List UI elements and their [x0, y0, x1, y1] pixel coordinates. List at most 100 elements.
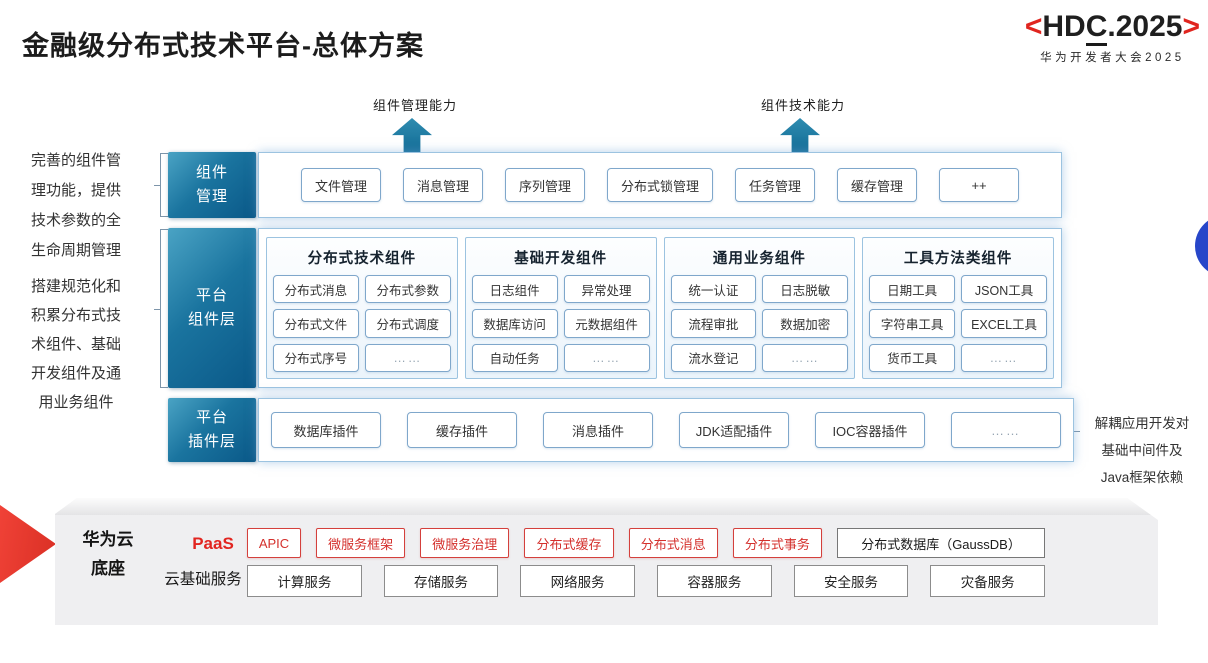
paas-services-row: APIC 微服务框架 微服务治理 分布式缓存 分布式消息 分布式事务 分布式数据…: [247, 528, 1046, 558]
paas-service: 分布式缓存: [524, 528, 614, 558]
panel-grid: 分布式消息 分布式参数 分布式文件 分布式调度 分布式序号 ……: [273, 275, 451, 372]
huawei-cloud-foundation-band: 华为云 底座 PaaS APIC 微服务框架 微服务治理 分布式缓存 分布式消息…: [55, 498, 1158, 625]
plugin-item: JDK适配插件: [679, 412, 789, 448]
panel-common-business: 通用业务组件 统一认证 日志脱敏 流程审批 数据加密 流水登记 ……: [663, 237, 856, 379]
panel-grid: 日志组件 异常处理 数据库访问 元数据组件 自动任务 ……: [471, 275, 650, 372]
plugin-item: 消息插件: [543, 412, 653, 448]
arrow-label-management: 组件管理能力: [373, 98, 458, 113]
cloud-service: 网络服务: [520, 565, 636, 597]
layer-label-platform-components: 平台 组件层: [168, 228, 256, 388]
component-item: 元数据组件: [563, 309, 650, 338]
page-title: 金融级分布式技术平台-总体方案: [22, 31, 424, 61]
component-item: 统一认证: [670, 275, 757, 304]
component-item: 日期工具: [869, 275, 956, 304]
cloud-services-row: 计算服务 存储服务 网络服务 容器服务 安全服务 灾备服务: [247, 565, 1046, 597]
hdc-logo-text: <HDC.2025>: [1025, 10, 1200, 46]
row-component-management: 组件 管理 文件管理 消息管理 序列管理 分布式锁管理 任务管理 缓存管理 ++: [168, 152, 1062, 218]
paas-service: 微服务治理: [420, 528, 510, 558]
component-item: EXCEL工具: [961, 309, 1047, 338]
layer-label-line: 组件层: [187, 311, 236, 328]
panel-title: 通用业务组件: [712, 251, 806, 267]
component-item: 自动任务: [471, 343, 558, 372]
foundation-label-line: 底座: [91, 559, 125, 578]
component-item-more: ……: [762, 343, 849, 372]
component-item: 数据加密: [762, 309, 849, 338]
plugin-item: 缓存插件: [407, 412, 517, 448]
left-brace-row2: [154, 229, 168, 388]
component-item: 数据库访问: [471, 309, 558, 338]
cloud-service: 灾备服务: [930, 565, 1046, 597]
component-item: 分布式文件: [273, 309, 359, 338]
management-item: 消息管理: [402, 168, 483, 202]
plugin-item-more: ……: [951, 412, 1061, 448]
layer-label-line: 组件: [195, 164, 228, 181]
management-item: 文件管理: [300, 168, 381, 202]
logo-year: .2025: [1107, 10, 1183, 43]
paas-service: 微服务框架: [316, 528, 406, 558]
component-item: 分布式序号: [273, 343, 359, 372]
paas-gaussdb: 分布式数据库（GaussDB）: [837, 528, 1046, 558]
note-component-management: 完善的组件管理功能，提供技术参数的全生命周期管理: [30, 152, 121, 259]
paas-service: APIC: [247, 528, 301, 558]
layer-label-component-management: 组件 管理: [168, 152, 256, 218]
component-item: 分布式参数: [364, 275, 451, 304]
layer-label-platform-plugins: 平台 插件层: [168, 398, 256, 462]
logo-left-angle-icon: <: [1024, 10, 1043, 43]
logo-right-angle-icon: >: [1182, 10, 1200, 43]
plugin-item: IOC容器插件: [815, 412, 925, 448]
component-item: 异常处理: [563, 275, 650, 304]
panel-grid: 统一认证 日志脱敏 流程审批 数据加密 流水登记 ……: [670, 275, 849, 372]
hdc-logo-subtitle: 华为开发者大会2025: [1040, 51, 1185, 64]
arrow-label-technology: 组件技术能力: [761, 98, 846, 113]
panel-title: 分布式技术组件: [307, 251, 417, 267]
note-decouple: 解耦应用开发对基础中间件及Java框架依赖: [1094, 416, 1190, 485]
management-item: 序列管理: [504, 168, 585, 202]
management-item-plus: ++: [939, 168, 1020, 202]
component-item-more: ……: [563, 343, 650, 372]
logo-c-underlined: C: [1085, 11, 1108, 46]
panel-basic-dev: 基础开发组件 日志组件 异常处理 数据库访问 元数据组件 自动任务 ……: [464, 237, 657, 379]
component-item: 流水登记: [670, 343, 757, 372]
component-item: 流程审批: [670, 309, 757, 338]
hdc-logo: <HDC.2025> 华为开发者大会2025: [1025, 10, 1200, 65]
component-item-more: ……: [961, 343, 1047, 372]
foundation-label-line: 华为云: [82, 530, 134, 549]
component-item: 货币工具: [869, 343, 956, 372]
layer-label-line: 管理: [195, 188, 228, 205]
panel-grid: 日期工具 JSON工具 字符串工具 EXCEL工具 货币工具 ……: [869, 275, 1047, 372]
layer-label-line: 插件层: [187, 433, 236, 450]
component-item: 分布式调度: [364, 309, 451, 338]
cloud-service: 存储服务: [383, 565, 499, 597]
row-content-management: 文件管理 消息管理 序列管理 分布式锁管理 任务管理 缓存管理 ++: [258, 152, 1062, 218]
component-item: 字符串工具: [869, 309, 956, 338]
band-bevel: [55, 498, 1158, 515]
panel-distributed-tech: 分布式技术组件 分布式消息 分布式参数 分布式文件 分布式调度 分布式序号 ……: [266, 237, 458, 379]
panel-title: 工具方法类组件: [903, 251, 1013, 267]
panel-title: 基础开发组件: [514, 251, 608, 267]
layer-label-line: 平台: [195, 409, 228, 426]
paas-service: 分布式事务: [732, 528, 823, 558]
paas-service: 分布式消息: [628, 528, 718, 558]
component-item: 分布式消息: [273, 275, 359, 304]
component-item: 日志脱敏: [762, 275, 849, 304]
layer-label-line: 平台: [195, 287, 228, 304]
component-item: 日志组件: [471, 275, 558, 304]
plugin-item: 数据库插件: [271, 412, 381, 448]
left-brace-row1: [154, 153, 168, 217]
paas-label: PaaS: [192, 534, 234, 553]
row-content-plugins: 数据库插件 缓存插件 消息插件 JDK适配插件 IOC容器插件 ……: [258, 398, 1074, 462]
cloud-service: 安全服务: [793, 565, 909, 597]
management-item: 分布式锁管理: [607, 168, 714, 202]
cloud-services-label: 云基础服务: [164, 571, 242, 588]
logo-hd: HD: [1042, 10, 1086, 43]
component-item: JSON工具: [961, 275, 1047, 304]
foundation-label: 华为云 底座: [70, 525, 146, 583]
cloud-service: 计算服务: [247, 565, 362, 597]
red-arrow-icon: [0, 505, 56, 583]
row-content-components: 分布式技术组件 分布式消息 分布式参数 分布式文件 分布式调度 分布式序号 ………: [258, 228, 1062, 388]
cloud-service: 容器服务: [657, 565, 772, 597]
panel-tool-methods: 工具方法类组件 日期工具 JSON工具 字符串工具 EXCEL工具 货币工具 ……: [862, 237, 1054, 379]
management-item: 缓存管理: [837, 168, 918, 202]
management-item: 任务管理: [735, 168, 816, 202]
